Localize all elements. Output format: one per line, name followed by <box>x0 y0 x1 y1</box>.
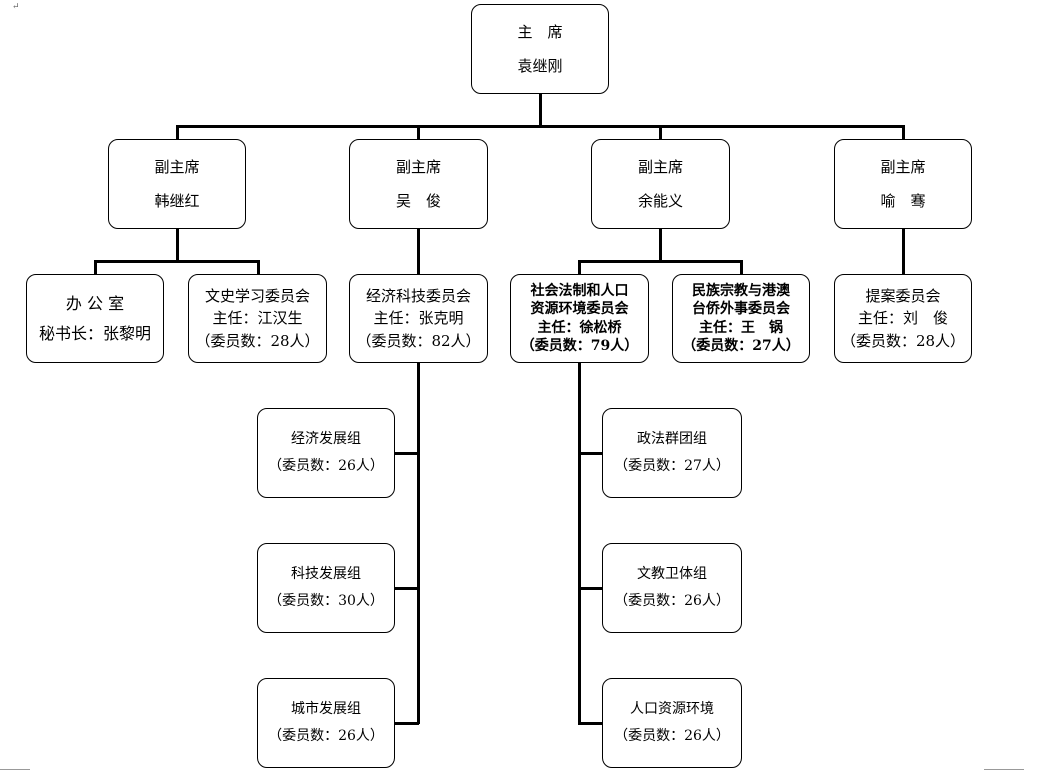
group-members: （委员数：26人） <box>268 458 384 474</box>
connector-line <box>394 722 419 725</box>
committee-name: 办 公 室 <box>65 293 125 313</box>
connector-line <box>740 260 743 276</box>
committee-director: 主任：张克明 <box>373 309 464 328</box>
vice-chair-name: 余能义 <box>637 192 683 210</box>
group-name: 经济发展组 <box>291 431 361 448</box>
committee-box: 文史学习委员会 主任：江汉生 （委员数：28人） <box>188 274 327 363</box>
connector-line <box>659 227 662 262</box>
vice-chair-title: 副主席 <box>395 157 441 176</box>
connector-line <box>578 260 581 276</box>
connector-line <box>176 227 179 262</box>
committee-name-line2: 台侨外事委员会 <box>692 301 790 318</box>
vice-chair-name: 喻 骞 <box>880 192 926 210</box>
group-name: 人口资源环境 <box>630 701 714 718</box>
vice-chair-title: 副主席 <box>154 157 200 176</box>
connector-line <box>578 260 743 263</box>
connector-line <box>94 260 97 276</box>
committee-name: 文史学习委员会 <box>204 287 310 306</box>
committee-director: 主任：徐松桥 <box>537 319 622 336</box>
committee-box: 民族宗教与港澳 台侨外事委员会 主任：王 锅 （委员数：27人） <box>672 274 810 363</box>
committee-name: 经济科技委员会 <box>365 287 471 306</box>
connector-line <box>94 260 260 263</box>
group-name: 科技发展组 <box>291 566 361 583</box>
group-members: （委员数：26人） <box>614 728 730 744</box>
committee-director: 主任：刘 俊 <box>857 309 948 328</box>
group-members: （委员数：30人） <box>268 593 384 609</box>
group-box: 经济发展组 （委员数：26人） <box>257 408 395 498</box>
vice-chair-box: 副主席 余能义 <box>591 139 730 229</box>
vice-chair-name: 吴 俊 <box>395 192 441 210</box>
group-name: 城市发展组 <box>291 701 361 718</box>
paragraph-mark-icon: ↵ <box>12 2 20 12</box>
connector-line <box>578 722 603 725</box>
page-edge-line <box>0 769 30 770</box>
committee-members: （委员数：28人） <box>840 331 966 350</box>
committee-box-office: 办 公 室 秘书长：张黎明 <box>26 274 164 363</box>
group-members: （委员数：27人） <box>614 458 730 474</box>
connector-line <box>539 93 542 126</box>
connector-line <box>659 125 662 141</box>
vice-chair-box: 副主席 韩继红 <box>108 139 246 229</box>
committee-name-line2: 资源环境委员会 <box>530 301 629 318</box>
connector-line <box>902 125 905 141</box>
committee-box: 提案委员会 主任：刘 俊 （委员数：28人） <box>834 274 972 363</box>
group-box: 文教卫体组 （委员数：26人） <box>602 543 742 633</box>
group-box: 科技发展组 （委员数：30人） <box>257 543 395 633</box>
committee-members: （委员数：79人） <box>520 337 639 354</box>
chairman-box: 主 席 袁继刚 <box>471 4 609 94</box>
connector-line <box>176 125 179 141</box>
connector-line <box>578 587 603 590</box>
group-name: 文教卫体组 <box>637 566 707 583</box>
chairman-title: 主 席 <box>517 22 563 41</box>
vice-chair-title: 副主席 <box>880 157 926 176</box>
connector-line <box>176 125 905 128</box>
group-members: （委员数：26人） <box>614 593 730 609</box>
committee-name: 提案委员会 <box>865 287 941 306</box>
group-box: 人口资源环境 （委员数：26人） <box>602 678 742 768</box>
vice-chair-box: 副主席 吴 俊 <box>349 139 488 229</box>
vice-chair-box: 副主席 喻 骞 <box>834 139 972 229</box>
committee-director: 主任：江汉生 <box>212 309 303 328</box>
connector-line <box>257 260 260 276</box>
committee-box: 社会法制和人口 资源环境委员会 主任：徐松桥 （委员数：79人） <box>510 274 649 363</box>
vice-chair-title: 副主席 <box>637 157 683 176</box>
group-box: 城市发展组 （委员数：26人） <box>257 678 395 768</box>
committee-box: 经济科技委员会 主任：张克明 （委员数：82人） <box>349 274 488 363</box>
connector-line <box>578 452 603 455</box>
vice-chair-name: 韩继红 <box>154 192 200 210</box>
connector-line <box>394 452 419 455</box>
connector-line <box>394 587 419 590</box>
group-box: 政法群团组 （委员数：27人） <box>602 408 742 498</box>
connector-line <box>578 361 581 724</box>
connector-line <box>417 361 420 724</box>
page-edge-line <box>984 769 1024 770</box>
connector-line <box>417 125 420 141</box>
committee-director: 主任：王 锅 <box>699 319 783 336</box>
chairman-name: 袁继刚 <box>517 57 563 75</box>
committee-name: 社会法制和人口 <box>530 283 629 300</box>
group-members: （委员数：26人） <box>268 728 384 744</box>
committee-members: （委员数：27人） <box>682 337 800 354</box>
committee-secretary: 秘书长：张黎明 <box>38 323 151 343</box>
connector-line <box>902 227 905 275</box>
committee-name: 民族宗教与港澳 <box>692 283 790 300</box>
committee-members: （委员数：82人） <box>356 331 481 350</box>
committee-members: （委员数：28人） <box>195 331 320 350</box>
connector-line <box>417 227 420 275</box>
group-name: 政法群团组 <box>637 431 707 448</box>
